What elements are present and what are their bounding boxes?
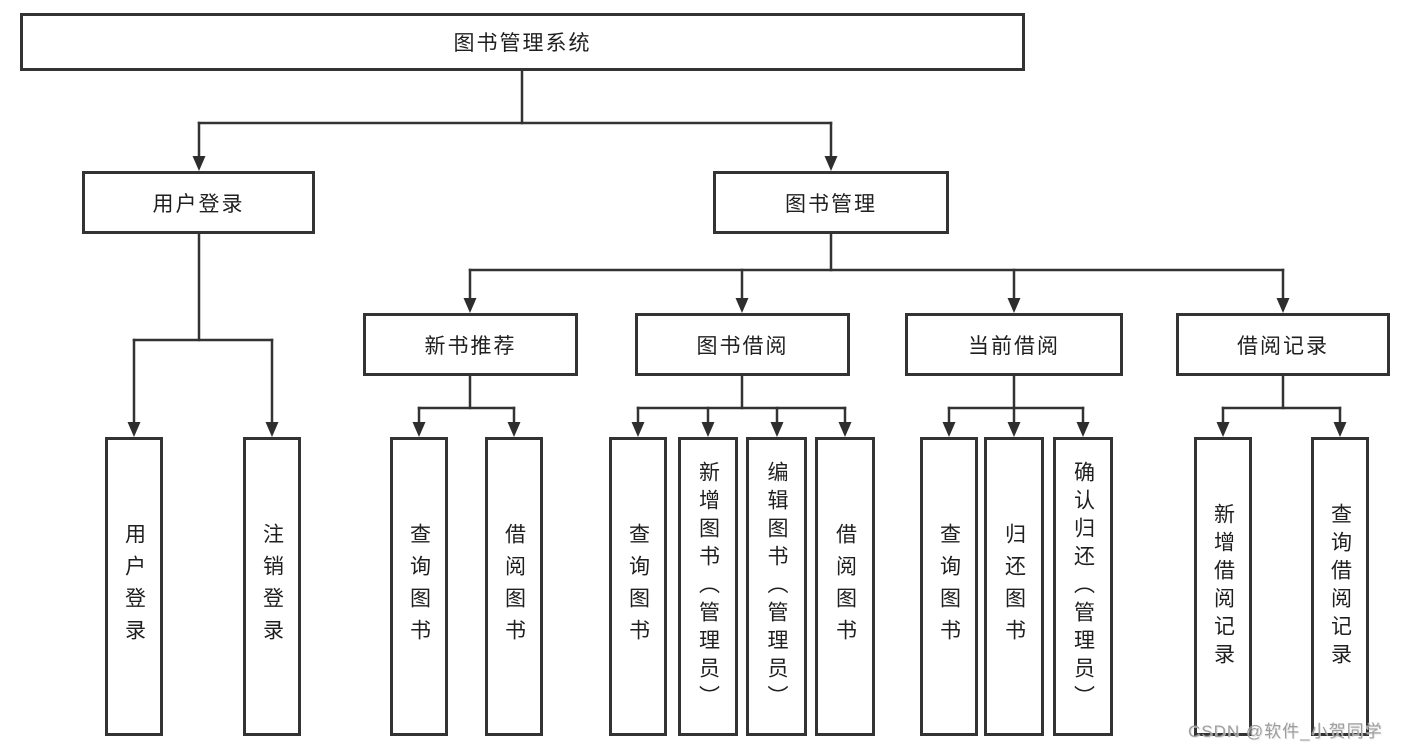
node-leaf-borrow-add-books: 新增图书（管理员） <box>678 437 738 736</box>
node-leaf-records-add: 新增借阅记录 <box>1194 437 1252 736</box>
node-leaf-current-query-books: 查询图书 <box>920 437 978 736</box>
node-leaf-current-confirm-return-label: 确认归还（管理员） <box>1071 460 1095 713</box>
connector-borrow-group <box>631 374 852 437</box>
node-leaf-borrow-query-books: 查询图书 <box>609 437 667 736</box>
node-new-book-recommend: 新书推荐 <box>363 313 578 376</box>
connector-records-group <box>1216 374 1347 437</box>
node-borrow-records: 借阅记录 <box>1176 313 1390 376</box>
node-leaf-current-return-books-label: 归还图书 <box>1002 522 1026 651</box>
node-book-borrow: 图书借阅 <box>635 313 850 376</box>
csdn-watermark: CSDN @软件_小贺同学 <box>1188 722 1383 741</box>
node-leaf-borrow-add-books-label: 新增图书（管理员） <box>696 460 720 713</box>
node-leaf-recommend-query-books-label: 查询图书 <box>407 522 431 651</box>
node-leaf-recommend-query-books: 查询图书 <box>390 437 448 736</box>
node-current-borrow: 当前借阅 <box>905 313 1123 376</box>
node-leaf-recommend-borrow-books-label: 借阅图书 <box>502 522 526 651</box>
node-leaf-current-confirm-return: 确认归还（管理员） <box>1053 437 1113 736</box>
node-root-system: 图书管理系统 <box>20 13 1025 71</box>
node-leaf-logout: 注销登录 <box>243 437 301 736</box>
node-leaf-borrow-borrow-books: 借阅图书 <box>815 437 875 736</box>
node-leaf-borrow-borrow-books-label: 借阅图书 <box>833 522 857 651</box>
connector-recommend-group <box>412 374 521 437</box>
node-leaf-logout-label: 注销登录 <box>260 522 284 651</box>
node-leaf-records-add-label: 新增借阅记录 <box>1211 502 1235 671</box>
node-user-login: 用户登录 <box>82 171 315 234</box>
connector-book-management-to-level3 <box>463 232 1290 313</box>
node-leaf-recommend-borrow-books: 借阅图书 <box>485 437 543 736</box>
connector-current-group <box>942 374 1090 437</box>
node-book-management: 图书管理 <box>713 171 949 234</box>
node-leaf-user-login: 用户登录 <box>105 437 163 736</box>
connector-root-to-level2 <box>192 69 838 171</box>
node-leaf-borrow-edit-books: 编辑图书（管理员） <box>746 437 807 736</box>
node-leaf-records-query: 查询借阅记录 <box>1311 437 1369 736</box>
node-leaf-current-return-books: 归还图书 <box>984 437 1044 736</box>
connector-user-login-group <box>127 232 279 437</box>
node-leaf-user-login-label: 用户登录 <box>122 522 146 651</box>
node-leaf-borrow-query-books-label: 查询图书 <box>626 522 650 651</box>
node-leaf-records-query-label: 查询借阅记录 <box>1328 502 1352 671</box>
node-leaf-borrow-edit-books-label: 编辑图书（管理员） <box>765 460 788 713</box>
node-leaf-current-query-books-label: 查询图书 <box>937 522 961 651</box>
